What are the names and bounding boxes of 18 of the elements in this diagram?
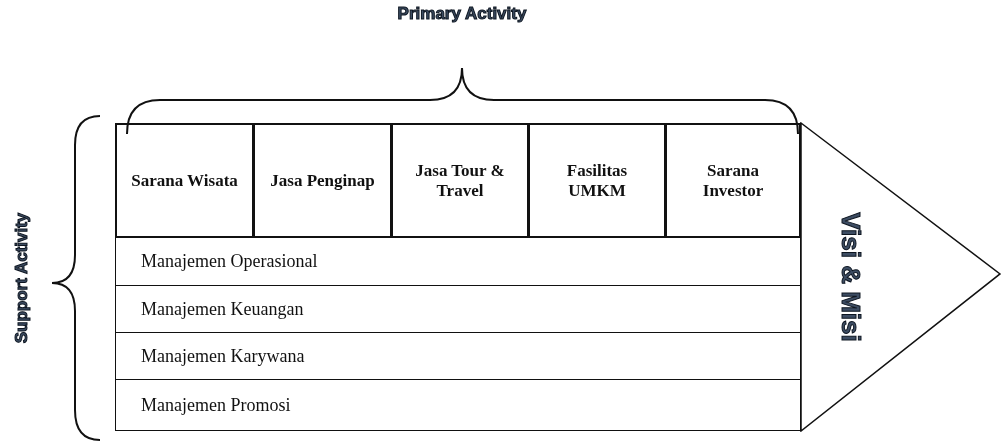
management-label: Manajemen Operasional bbox=[141, 251, 318, 272]
activity-box bbox=[253, 123, 392, 238]
bracket-label: Support Activity bbox=[12, 212, 32, 344]
management-label: Manajemen Keuangan bbox=[141, 298, 304, 320]
shape-title: Visi & Misi bbox=[834, 212, 866, 342]
management-label: Manajemen Karywana bbox=[141, 345, 305, 367]
activity-box bbox=[115, 123, 254, 238]
activity-label: Sarana Wisata bbox=[130, 170, 239, 191]
activity-box bbox=[391, 123, 529, 238]
management-bar bbox=[115, 379, 801, 431]
activity-label: Jasa Penginap bbox=[269, 170, 376, 191]
activity-label: Sarana Investor bbox=[701, 160, 765, 201]
bracket-label: Primary Activity bbox=[397, 4, 527, 24]
activity-label: Fasilitas UMKM bbox=[565, 160, 629, 201]
activity-label: Jasa Tour & Travel bbox=[414, 160, 506, 201]
activity-box bbox=[528, 123, 666, 238]
arrow-shape bbox=[800, 122, 1002, 432]
management-label: Manajemen Promosi bbox=[141, 394, 291, 416]
